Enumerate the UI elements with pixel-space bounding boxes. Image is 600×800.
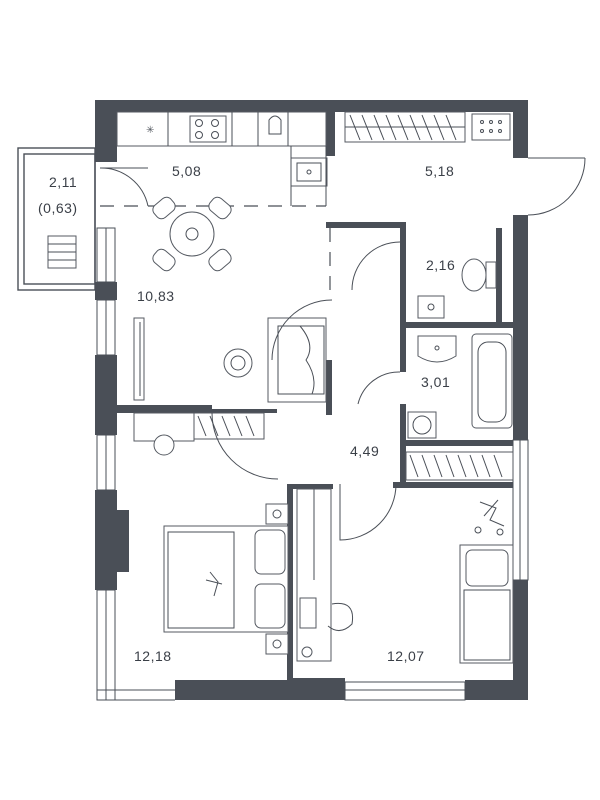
wc-fixtures (351, 241, 497, 319)
living-area-label: 10,83 (137, 288, 175, 304)
loggia-reduced-area-label: (0,63) (38, 200, 78, 216)
corridor (339, 483, 397, 541)
wc-area-label: 2,16 (426, 257, 456, 273)
bedroom-left-area-label: 12,18 (134, 648, 172, 664)
bedroom-right-area-label: 12,07 (387, 648, 425, 664)
hall-furniture (344, 111, 586, 216)
corridor-area-label: 4,49 (350, 443, 380, 459)
loggia (17, 147, 149, 291)
bedroom-left-furniture (133, 412, 289, 655)
living-furniture (133, 299, 333, 403)
exterior-walls (95, 100, 528, 700)
kitchen-furniture: ✳ (116, 111, 328, 272)
windows (96, 227, 529, 701)
bathroom-area-label: 3,01 (421, 374, 451, 390)
bedroom-right-furniture (296, 451, 514, 664)
hall-area-label: 5,18 (425, 163, 455, 179)
kitchen-area-label: 5,08 (172, 163, 202, 179)
zone-boundaries (100, 205, 331, 300)
svg-text:✳: ✳ (146, 125, 154, 136)
bathroom-fixtures (357, 333, 513, 439)
loggia-area-label: 2,11 (49, 174, 78, 190)
interior-walls (117, 112, 513, 680)
